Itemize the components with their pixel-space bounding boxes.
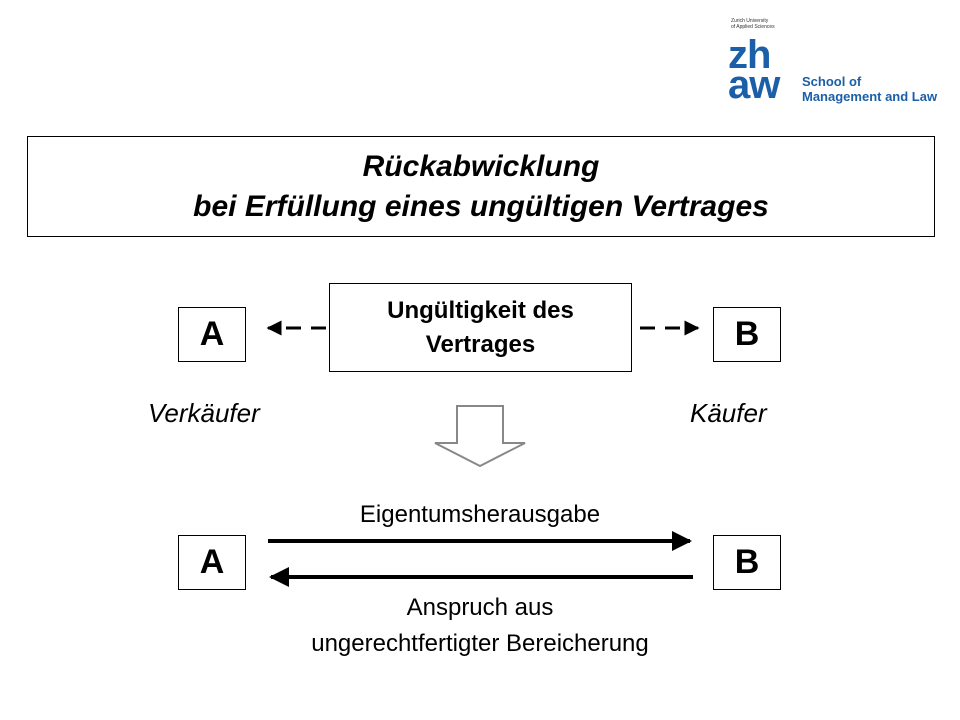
party-a-bottom: A — [178, 535, 246, 590]
logo-school-line1: School of — [802, 74, 862, 89]
logo-mark-top: zh — [728, 33, 771, 77]
label-unjust-enrichment-line2: ungerechtfertigter Bereicherung — [311, 630, 649, 657]
title-box: Rückabwicklung bei Erfüllung eines ungül… — [27, 136, 935, 237]
invalidity-box: Ungültigkeit des Vertrages — [329, 283, 632, 372]
party-a-top: A — [178, 307, 246, 362]
logo-university-text: Zurich University of Applied Sciences — [731, 18, 821, 30]
logo-school-line2: Management and Law — [802, 89, 938, 104]
label-property-return: Eigentumsherausgabe — [359, 501, 601, 528]
logo-school-text: School of Management and Law — [802, 74, 952, 104]
title-line1: Rückabwicklung — [362, 149, 600, 183]
role-buyer: Käufer — [690, 398, 767, 428]
logo-university-line1: Zurich University — [731, 18, 769, 24]
logo-university-line2: of Applied Sciences — [731, 24, 775, 30]
label-unjust-enrichment-line1: Anspruch aus — [406, 594, 554, 621]
role-seller: Verkäufer — [148, 398, 260, 428]
invalidity-line2: Vertrages — [425, 330, 536, 358]
title-line2: bei Erfüllung eines ungültigen Vertrages — [193, 189, 769, 223]
label-unjust-enrichment: Anspruch aus ungerechtfertigter Bereiche… — [200, 590, 760, 662]
logo-mark: zh aw — [728, 33, 800, 107]
hollow-down-arrow — [434, 405, 526, 468]
logo-mark-bottom: aw — [728, 63, 780, 107]
invalidity-line1: Ungültigkeit des — [387, 296, 574, 324]
party-b-bottom: B — [713, 535, 781, 590]
party-b-top: B — [713, 307, 781, 362]
